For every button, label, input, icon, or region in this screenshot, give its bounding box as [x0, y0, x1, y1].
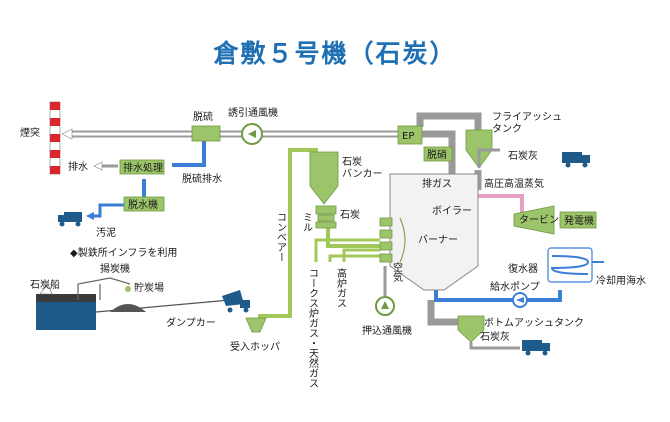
sludge-line [92, 203, 124, 218]
condenser [547, 247, 593, 283]
condenser-label: 復水器 [508, 262, 538, 275]
wastewater-treatment-label: 排水処理 [123, 161, 163, 174]
blast-furnace-gas-label: 高炉ガス [335, 267, 347, 308]
desulf-wastewater-label: 脱硫排水 [182, 172, 222, 185]
wastewater-label: 排水 [68, 160, 88, 173]
coal-ash-top-label: 石炭灰 [508, 149, 538, 162]
infra-note: ◆製鉄所インフラを利用 [70, 246, 177, 259]
mill [315, 205, 337, 229]
induced-fan [241, 123, 263, 145]
denitration-label: 脱硝 [427, 148, 447, 161]
fly-ash-out-line [477, 148, 500, 168]
receiving-hopper-label: 受入ホッパ [230, 341, 280, 353]
sludge-label: 汚泥 [96, 226, 116, 239]
chimney-inlet-arrow [61, 128, 73, 140]
feed-pump [512, 292, 528, 308]
hp-steam-label: 高圧高温蒸気 [484, 177, 544, 190]
forced-fan [375, 296, 395, 316]
coal-bunker-label: 石炭バンカー [342, 156, 383, 180]
exhaust-gas-label: 排ガス [422, 177, 452, 190]
coal-ash-bottom-label: 石炭灰 [480, 330, 510, 343]
turbine-label: タービン [519, 214, 559, 226]
generator [559, 211, 597, 229]
dewatering-label: 脱水機 [128, 198, 158, 211]
coke-gas-label: コークス炉ガス・天然ガス [307, 268, 319, 388]
cooling-seawater-label: 冷却用海水 [596, 274, 646, 287]
coal-ship [36, 283, 96, 330]
air-label: 空気 [391, 261, 403, 283]
truck-bottom-ash [522, 340, 550, 356]
mill-label: ミル [301, 212, 313, 232]
induced-fan-label: 誘引通風機 [228, 106, 278, 119]
dump-truck-label: ダンプカー [166, 316, 216, 329]
feed-pump-label: 給水ポンプ [490, 280, 540, 293]
coal-ship-label: 石炭船 [30, 278, 60, 291]
wastewater-arrow [93, 161, 103, 171]
steam-pipe [478, 194, 524, 214]
coal-yard-label: 貯炭場 [134, 281, 164, 294]
burner-label: バーナー [418, 234, 458, 246]
coal-unloader [77, 277, 131, 300]
turbine [513, 205, 555, 235]
receiving-hopper [245, 317, 267, 333]
ep-unit [397, 125, 423, 145]
desulfurization-unit [191, 125, 221, 142]
forced-fan-label: 押込通風機 [362, 324, 412, 337]
coal-bunker [309, 151, 339, 205]
bottom-ash-tank-label: ボトムアッシュタンク [484, 317, 584, 329]
coal-conveyor-pipe [258, 148, 380, 318]
truck-top-right [562, 152, 590, 168]
boiler-label: ボイラー [432, 205, 472, 217]
bottom-ash-out-line [469, 342, 520, 350]
ep-label: EP [402, 131, 414, 142]
fly-ash-tank-label: フライアッシュタンク [492, 111, 562, 135]
truck-sludge [58, 212, 82, 227]
wastewater-treatment-unit [119, 159, 165, 175]
desulfurization-label: 脱硫 [193, 110, 213, 123]
ground-conveyor [95, 299, 231, 313]
dump-truck [222, 290, 250, 313]
chimney-label: 煙突 [20, 126, 40, 139]
burner [379, 217, 406, 263]
coal-label: 石炭 [340, 209, 360, 221]
bottom-ash-tank [457, 315, 485, 343]
chimney [49, 101, 61, 175]
dewatering-unit [123, 196, 165, 212]
denitration-unit [423, 146, 453, 162]
boiler [389, 173, 479, 291]
conveyor-label: コンベアー [275, 212, 287, 262]
sludge-arrow [86, 212, 94, 220]
diagram-title: 倉敷５号機（石炭） [212, 39, 456, 68]
generator-label: 発電機 [564, 214, 594, 227]
coal-unloader-label: 揚炭機 [100, 262, 130, 275]
